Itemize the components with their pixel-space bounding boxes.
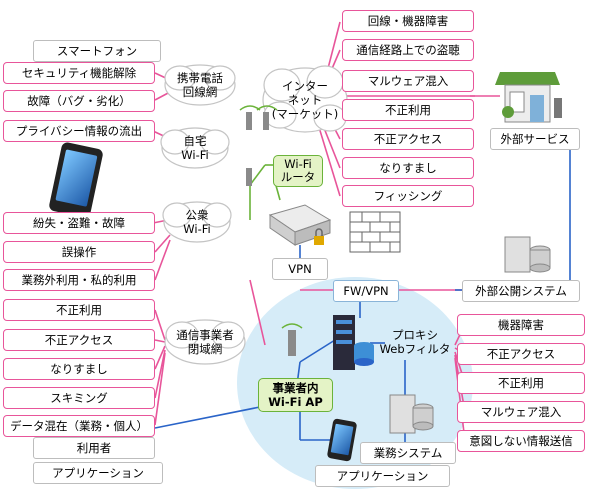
risk-line-failure: 回線・機器障害 (342, 10, 474, 32)
shop-icon (495, 72, 562, 123)
mobile-network-cloud (164, 64, 236, 106)
risk-unintended-transmission: 意図しない情報送信 (457, 430, 585, 452)
clouds (160, 64, 348, 365)
public-wifi-label: 公衆 Wi-Fi (183, 208, 211, 236)
risk-malfunction: 故障（バグ・劣化） (3, 90, 155, 112)
wifi-router-label: Wi-Fi ルータ (273, 155, 323, 187)
risk-misuse: 不正利用 (342, 99, 474, 121)
risk-right-unauthorized-use: 不正利用 (457, 372, 585, 394)
risk-loss-theft: 紛失・盗難・故障 (3, 212, 155, 234)
risk-privacy-leak: プライバシー情報の流出 (3, 120, 155, 142)
risk-malware: マルウェア混入 (342, 70, 474, 92)
vpn-device-icon (268, 204, 332, 246)
application-bottom-label: アプリケーション (315, 465, 450, 487)
risk-impersonation: なりすまし (3, 358, 155, 380)
risk-illegal-access: 不正アクセス (342, 128, 474, 150)
application-label: アプリケーション (33, 462, 163, 484)
vpn-label: VPN (272, 258, 328, 280)
business-server-icon (389, 394, 434, 434)
carrier-network-label: 通信事業者 閉域網 (176, 328, 234, 356)
user-label: 利用者 (33, 437, 155, 459)
proxy-webfilter-label: プロキシ Webフィルタ (379, 328, 451, 356)
smartphone-small-icon (327, 418, 357, 462)
fw-vpn-label: FW/VPN (333, 280, 399, 302)
risk-eavesdropping: 通信経路上での盗聴 (342, 39, 474, 61)
risk-data-mixing: データ混在（業務・個人） (3, 415, 155, 437)
smartphone-label: スマートフォン (33, 40, 161, 62)
public-system-label: 外部公開システム (462, 280, 580, 302)
risk-device-failure: 機器障害 (457, 314, 585, 336)
proxy-rack-icon (333, 315, 374, 370)
home-wifi-cloud (160, 127, 230, 169)
business-wifi-ap-label: 事業者内 Wi-Fi AP (258, 378, 333, 412)
business-system-label: 業務システム (360, 442, 456, 464)
risk-security-disable: セキュリティ機能解除 (3, 62, 155, 84)
firewall-icon (349, 211, 401, 253)
public-server-icon (504, 236, 551, 273)
external-service-label: 外部サービス (490, 128, 580, 150)
smartphone-icon (49, 142, 103, 218)
antenna-icon (239, 105, 303, 356)
risk-unauthorized-access: 不正アクセス (3, 329, 155, 351)
risk-misoperation: 誤操作 (3, 241, 155, 263)
mobile-network-label: 携帯電話 回線網 (177, 71, 223, 99)
risk-spoofing: なりすまし (342, 157, 474, 179)
risk-phishing: フィッシング (342, 185, 474, 207)
risk-right-unauthorized-access: 不正アクセス (457, 343, 585, 365)
risk-right-malware: マルウェア混入 (457, 401, 585, 423)
risk-unauthorized-use: 不正利用 (3, 299, 155, 321)
risk-skimming: スキミング (3, 387, 155, 409)
risk-private-use: 業務外利用・私的利用 (3, 269, 155, 291)
internet-cloud (262, 65, 348, 133)
home-wifi-label: 自宅 Wi-Fi (181, 134, 209, 162)
internet-label: インター ネット (マーケット) (271, 79, 339, 121)
carrier-network-cloud (164, 319, 246, 365)
public-wifi-cloud (162, 201, 232, 243)
